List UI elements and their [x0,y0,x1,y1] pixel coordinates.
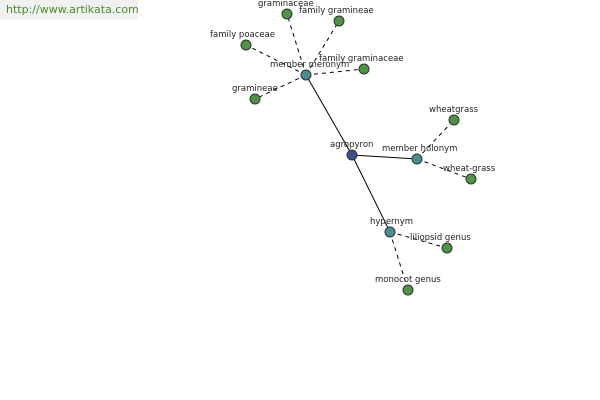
edge-member-meronym-to-graminaceae [286,13,307,76]
node-hypernym[interactable] [384,226,396,238]
node-label-family-gramineae[interactable]: family gramineae [299,6,374,16]
edge-member-holonym-to-wheatgrass [416,119,455,160]
site-url-link[interactable]: http://www.artikata.com [0,0,139,20]
node-gramineae[interactable] [249,93,261,105]
node-label-monocot-genus[interactable]: monocot genus [375,275,441,285]
node-family-graminaceae[interactable] [358,63,370,75]
node-monocot-genus[interactable] [402,284,414,296]
node-label-agropyron[interactable]: agropyron [330,140,373,150]
node-label-liliopsid-genus[interactable]: liliopsid genus [410,233,471,243]
labels-layer: agropyron member meronym member holonym hyp… [210,0,496,285]
edge-member-meronym-to-family-gramineae [305,20,340,76]
node-label-wheatgrass[interactable]: wheatgrass [429,105,479,115]
edge-member-meronym-to-family-poaceae [245,44,307,76]
nodes-layer [240,8,477,296]
node-family-gramineae[interactable] [333,15,345,27]
edge-member-meronym-to-family-graminaceae [305,68,365,76]
edge-member-meronym-to-gramineae [254,74,307,100]
edge-hypernym-to-liliopsid-genus [389,231,448,249]
edge-hypernym-to-monocot-genus [389,231,409,291]
node-liliopsid-genus[interactable] [441,242,453,254]
node-label-gramineae[interactable]: gramineae [232,84,278,94]
node-family-poaceae[interactable] [240,39,252,51]
node-label-hypernym[interactable]: hypernym [370,217,413,227]
edge-member-holonym-to-wheat-grass [416,158,472,180]
node-label-wheat-grass[interactable]: wheat-grass [443,164,496,174]
node-label-family-poaceae[interactable]: family poaceae [210,30,275,40]
node-agropyron[interactable] [346,149,358,161]
edges-layer [245,13,472,291]
node-wheatgrass[interactable] [448,114,460,126]
node-member-meronym[interactable] [300,69,312,81]
node-member-holonym[interactable] [411,153,423,165]
node-label-member-meronym[interactable]: member meronym [270,60,349,70]
node-label-graminaceae[interactable]: graminaceae [258,0,314,9]
node-label-family-graminaceae[interactable]: family graminaceae [319,54,404,64]
node-graminaceae[interactable] [281,8,293,20]
edge-agropyron-to-member-holonym [351,154,418,160]
edge-agropyron-to-hypernym [351,154,391,233]
edge-agropyron-to-member-meronym [305,74,353,156]
node-wheat-grass[interactable] [465,173,477,185]
node-label-member-holonym[interactable]: member holonym [382,144,457,154]
